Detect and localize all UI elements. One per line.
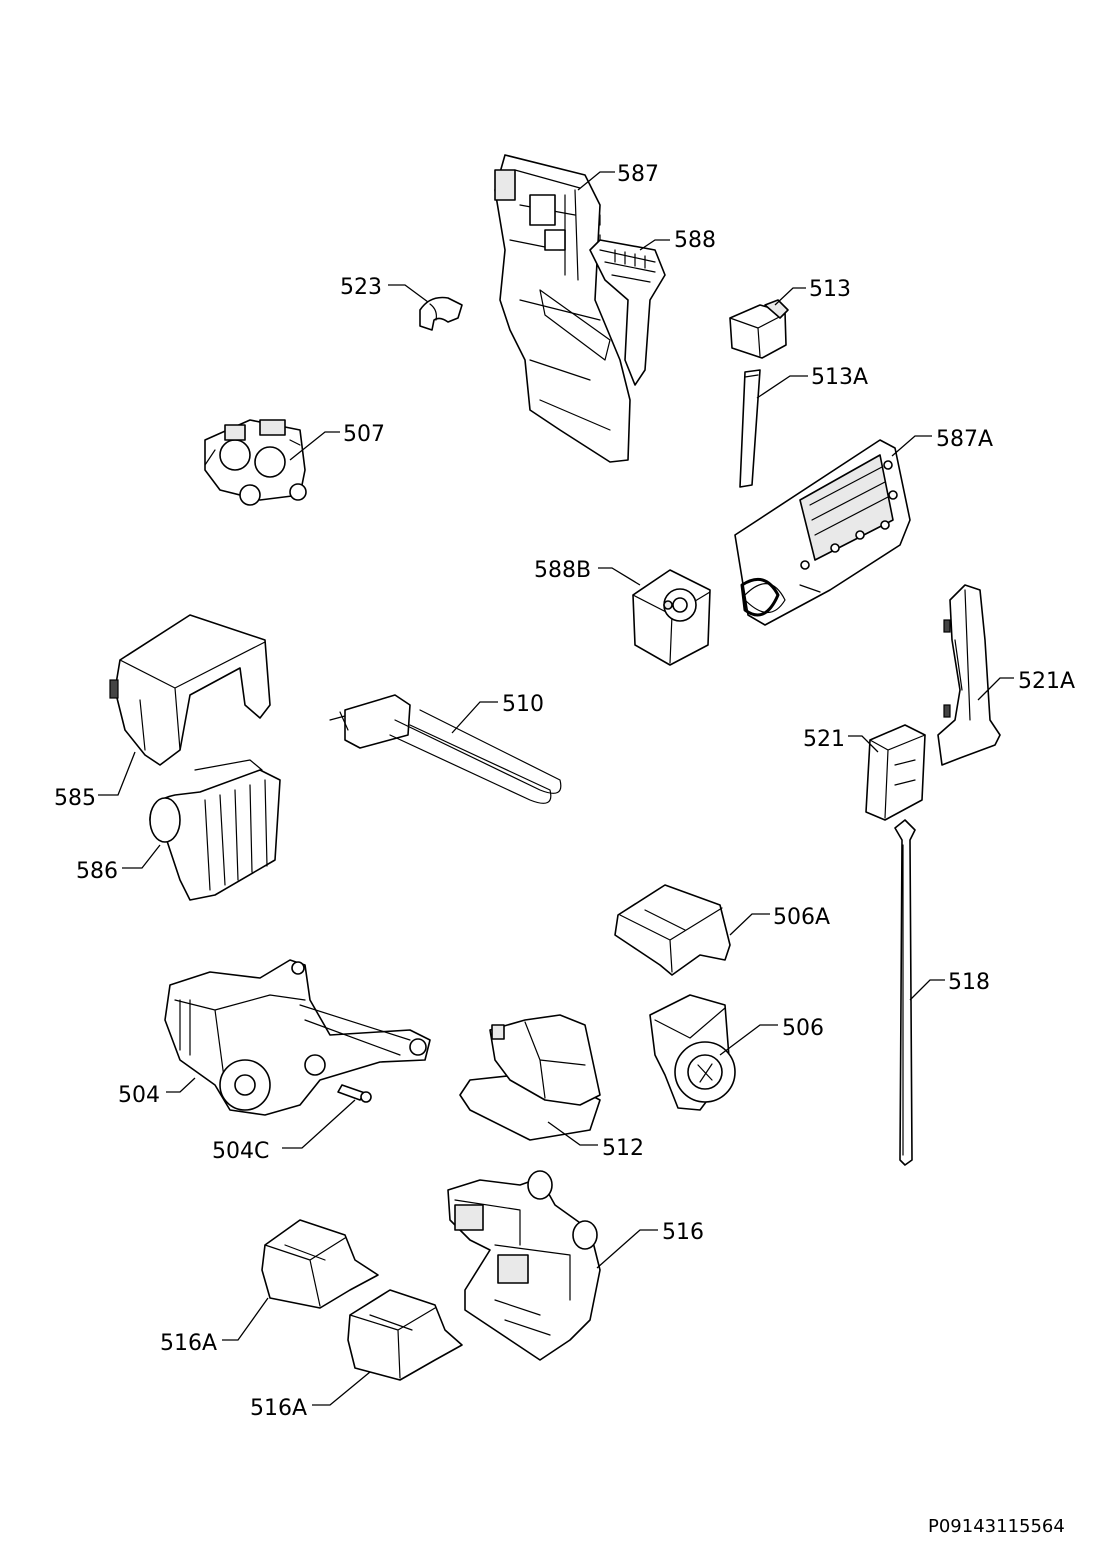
part-585-cover xyxy=(109,614,271,766)
label-521: 521 xyxy=(803,727,845,752)
label-506A: 506A xyxy=(773,905,830,930)
part-513A-hose xyxy=(739,369,761,488)
part-516A-cover-1 xyxy=(261,1219,379,1309)
part-518-rod xyxy=(894,819,916,1166)
part-588-dispenser-rear xyxy=(589,239,666,386)
part-506A-pump-cover xyxy=(614,884,731,976)
part-512-bracket xyxy=(459,1014,601,1141)
part-587-dispenser-housing xyxy=(494,154,631,463)
label-504: 504 xyxy=(118,1083,160,1108)
part-510-heating-element xyxy=(329,694,562,804)
part-513-sensor xyxy=(729,299,789,359)
label-513: 513 xyxy=(809,277,851,302)
document-number: P09143115564 xyxy=(928,1516,1065,1537)
part-587A-control-board xyxy=(734,439,911,626)
label-585: 585 xyxy=(54,786,96,811)
label-587A: 587A xyxy=(936,427,993,452)
part-523-clip xyxy=(419,296,463,331)
label-586: 586 xyxy=(76,859,118,884)
label-518: 518 xyxy=(948,970,990,995)
label-521A: 521A xyxy=(1018,669,1075,694)
part-586-radiator-block xyxy=(149,759,281,901)
label-588: 588 xyxy=(674,228,716,253)
part-507-inlet-valve xyxy=(204,419,307,506)
part-504-motor xyxy=(164,959,431,1116)
label-516A-2: 516A xyxy=(250,1396,307,1421)
part-516-pump-assembly xyxy=(447,1170,601,1361)
part-521A-door-lock-bracket xyxy=(937,584,1001,766)
label-510: 510 xyxy=(502,692,544,717)
label-523: 523 xyxy=(340,275,382,300)
part-521-door-lock xyxy=(865,724,926,821)
label-507: 507 xyxy=(343,422,385,447)
label-516: 516 xyxy=(662,1220,704,1245)
part-516A-cover-2 xyxy=(347,1289,463,1381)
part-506-drain-pump xyxy=(649,994,736,1111)
label-587: 587 xyxy=(617,162,659,187)
label-513A: 513A xyxy=(811,365,868,390)
part-588B-pressure-switch xyxy=(632,569,711,666)
label-512: 512 xyxy=(602,1136,644,1161)
label-516A-1: 516A xyxy=(160,1331,217,1356)
label-588B: 588B xyxy=(534,558,591,583)
part-504C-screw xyxy=(337,1084,372,1103)
label-504C: 504C xyxy=(212,1139,269,1164)
label-506: 506 xyxy=(782,1016,824,1041)
